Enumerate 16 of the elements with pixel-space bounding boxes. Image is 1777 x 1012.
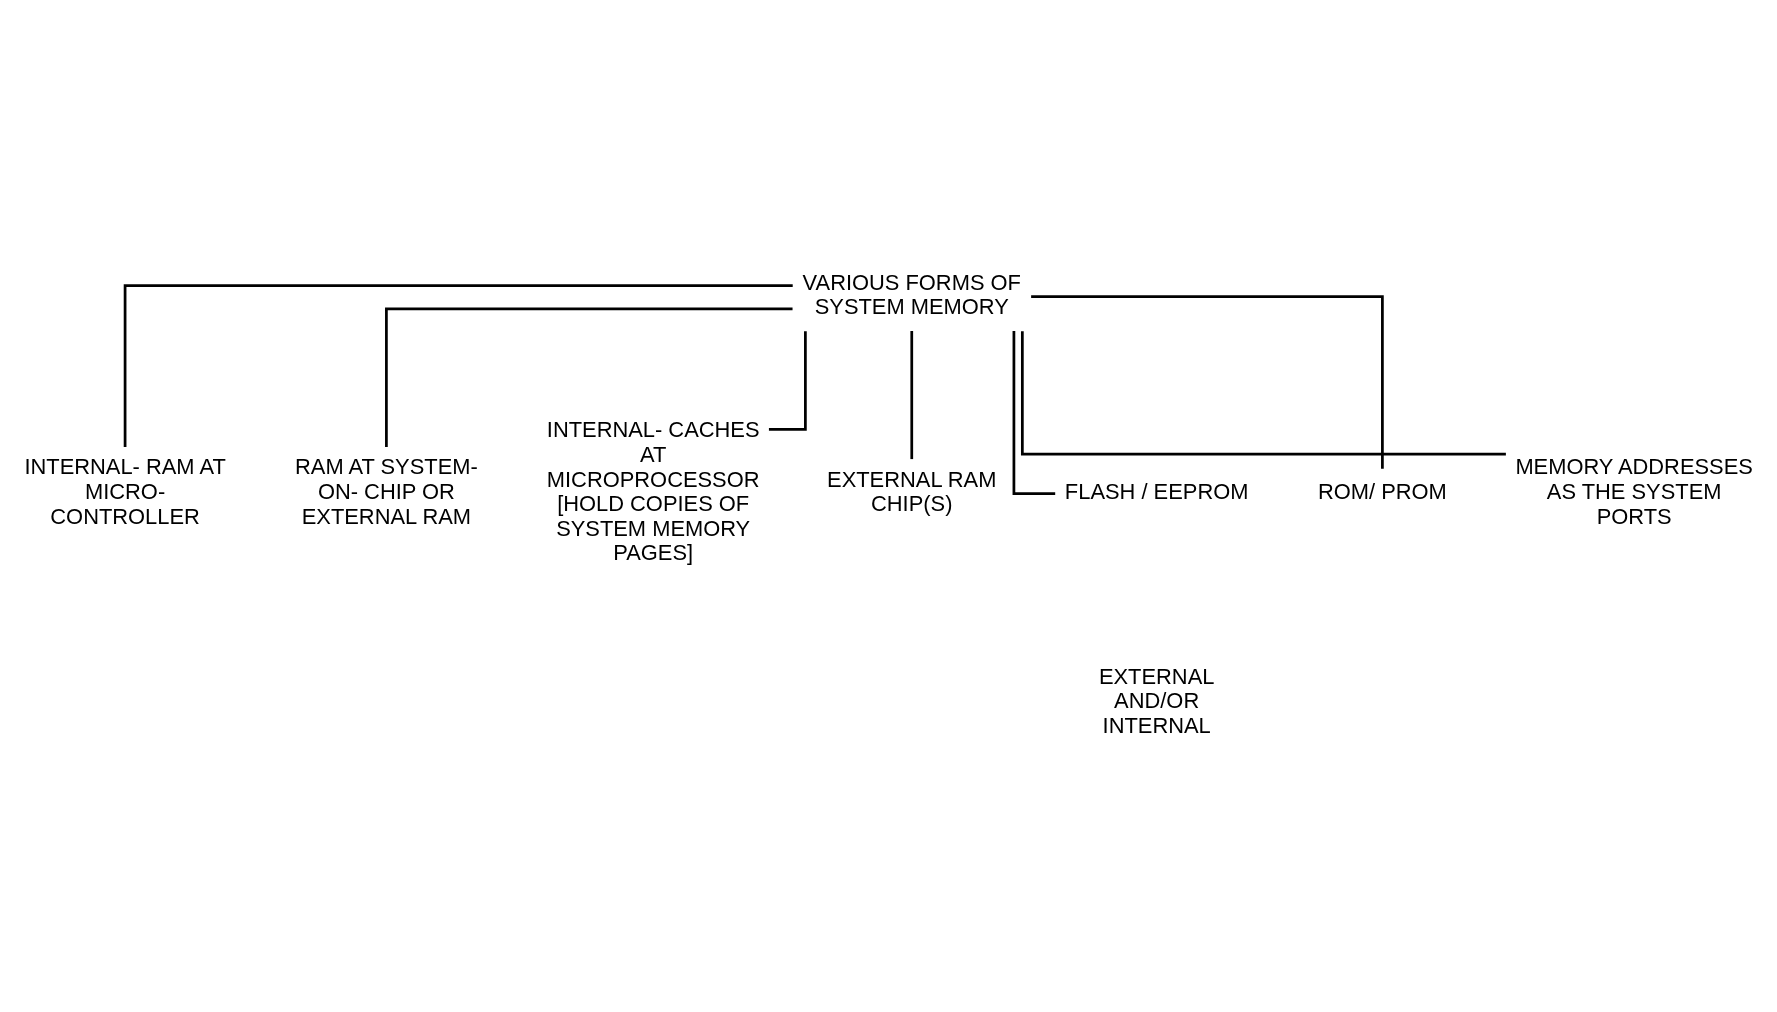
node-text: INTERNAL- RAM AT MICRO- CONTROLLER	[24, 454, 226, 529]
connector	[123, 284, 793, 447]
connector	[1020, 331, 1506, 456]
connector	[1012, 331, 1056, 496]
connector	[768, 331, 807, 431]
node-text: MEMORY ADDRESSES AS THE SYSTEM PORTS	[1515, 454, 1753, 529]
label: EXTERNAL AND/OR INTERNAL	[1098, 663, 1215, 738]
node-text: FLASH / EEPROM	[1064, 478, 1249, 504]
node-text: VARIOUS FORMS OF SYSTEM MEMORY	[802, 269, 1021, 320]
node-text: ROM/ PROM	[1317, 478, 1447, 504]
connector	[1031, 295, 1384, 469]
connector	[385, 307, 793, 448]
connector	[910, 331, 914, 460]
node-text: RAM AT SYSTEM- ON- CHIP OR EXTERNAL RAM	[295, 454, 478, 529]
node-text: EXTERNAL RAM CHIP(S)	[827, 466, 997, 517]
node-text: INTERNAL- CACHES AT MICROPROCESSOR [HOLD COPIES OF SYSTEM MEMORY PAGES]	[546, 417, 760, 566]
